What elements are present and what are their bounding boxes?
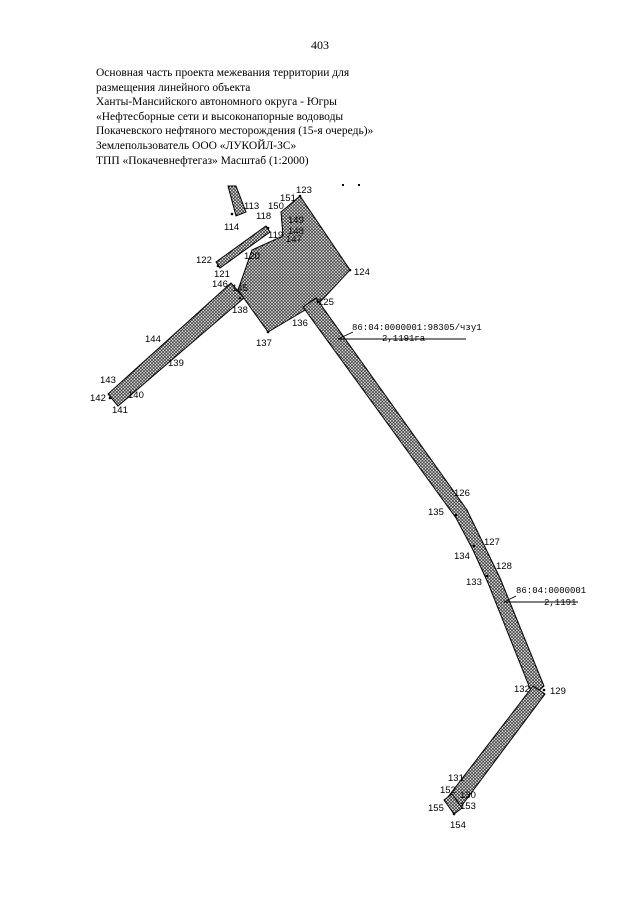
point-label: 141: [112, 405, 128, 416]
point-label: 124: [354, 267, 370, 278]
point-label: 126: [454, 488, 470, 499]
point-label: 147: [286, 234, 302, 245]
point-label: 134: [454, 551, 470, 562]
header-line: Основная часть проекта межевания террито…: [96, 67, 350, 79]
header-line: размещения линейного объекта: [96, 81, 251, 94]
point-label: 137: [256, 338, 272, 349]
point-label: 150: [268, 201, 284, 212]
point-label: 121: [214, 269, 230, 280]
strip-main: [302, 297, 545, 697]
point-label: 146: [212, 279, 228, 290]
point-label: 128: [496, 561, 512, 572]
header-line: Покачевского нефтяного месторождения (15…: [96, 125, 374, 138]
point-label: 129: [550, 686, 566, 697]
point-label: 119: [268, 230, 283, 241]
header-line: «Нефтесборные сети и высоконапорные водо…: [96, 110, 344, 123]
parcel-leaders: [337, 331, 578, 603]
point-label: 125: [318, 297, 334, 308]
strip-end: [443, 793, 463, 815]
point-label: 130: [460, 790, 476, 801]
point-label: 138: [232, 305, 248, 316]
point-labels: 113 114 118 119 120 121 122 123 124 125 …: [90, 185, 566, 831]
point-label: 113: [244, 201, 259, 212]
point-label: 123: [296, 185, 312, 196]
parcel-2-area: 2,1191: [544, 598, 576, 608]
vertex-dots: [108, 194, 546, 816]
header-line: Землепользователь ООО «ЛУКОЙЛ-ЗС»: [96, 139, 297, 152]
document-header: Основная часть проекта межевания террито…: [96, 66, 516, 168]
point-label: 152: [440, 785, 456, 796]
point-label: 145: [232, 283, 248, 294]
parcel-1-number: 86:04:0000001:98305/чзу1: [352, 323, 482, 333]
point-label: 114: [224, 222, 239, 233]
point-label: 131: [448, 773, 464, 784]
point-label: 135: [428, 507, 444, 518]
parcel-1-area: 2,1191га: [382, 334, 426, 344]
point-label: 120: [244, 251, 260, 262]
point-label: 132: [514, 684, 530, 695]
strip-left: [107, 282, 245, 407]
point-label: 140: [128, 390, 144, 401]
header-line: Ханты-Мансийского автономного округа - Ю…: [96, 96, 337, 109]
point-label: 118: [256, 211, 271, 222]
point-label: 154: [450, 820, 466, 831]
point-label: 122: [196, 255, 212, 266]
point-label: 148: [288, 226, 304, 237]
point-label: 149: [288, 215, 304, 226]
point-label: 153: [460, 801, 476, 812]
point-label: 139: [168, 358, 184, 369]
point-label: 155: [428, 803, 444, 814]
header-line: ТПП «Покачевнефтегаз» Масштаб (1:2000): [96, 154, 309, 167]
top-marks: [342, 184, 360, 186]
point-label: 151: [280, 193, 296, 204]
point-label: 144: [145, 334, 161, 345]
strip-113-114: [227, 185, 247, 217]
point-label: 136: [292, 318, 308, 329]
plot-polygons: [107, 185, 546, 815]
point-label: 127: [484, 537, 500, 548]
page-number: 403: [311, 38, 329, 52]
parcel-2-number: 86:04:0000001: [516, 586, 586, 596]
point-label: 133: [466, 577, 482, 588]
point-label: 143: [100, 375, 116, 386]
point-label: 142: [90, 393, 106, 404]
